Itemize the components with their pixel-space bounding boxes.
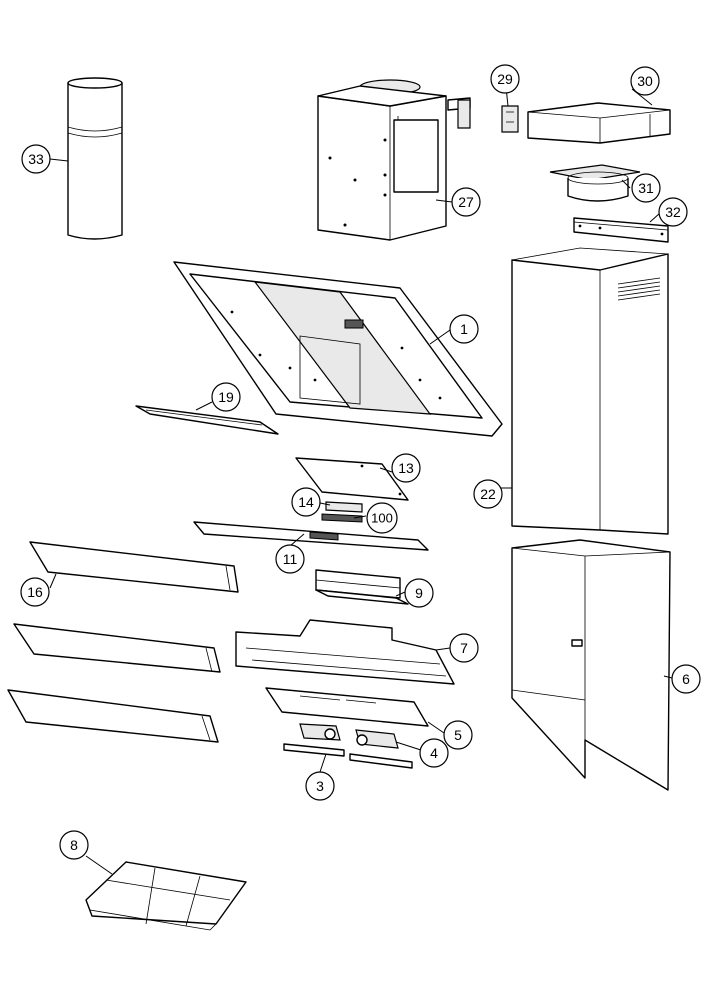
part-22-upper-chimney (511, 247, 669, 535)
svg-text:19: 19 (218, 389, 234, 405)
callout-16: 16 (20, 577, 50, 607)
callout-29: 29 (490, 64, 520, 94)
callout-6: 6 (671, 664, 701, 694)
callout-19: 19 (211, 382, 241, 412)
svg-text:7: 7 (460, 640, 468, 656)
callout-33: 33 (21, 144, 51, 174)
callout-1: 1 (449, 314, 479, 344)
part-9-lamp-bracket (315, 569, 409, 605)
callout-3: 3 (305, 771, 335, 801)
callout-13: 13 (391, 453, 421, 483)
svg-text:14: 14 (298, 494, 314, 510)
part-29-bracket (457, 99, 519, 133)
part-31-outlet-spigot (549, 164, 641, 202)
part-16-glass-panel-bottom (7, 689, 219, 743)
svg-text:27: 27 (458, 194, 474, 210)
svg-text:5: 5 (454, 727, 462, 743)
callout-5: 5 (443, 720, 473, 750)
part-3-lamp-tubes (283, 743, 413, 769)
part-27-motor-housing (317, 79, 471, 241)
callout-8: 8 (59, 830, 89, 860)
part-16-glass-panel-top (29, 541, 239, 593)
svg-text:16: 16 (27, 584, 43, 600)
part-19-filter-panel (135, 405, 279, 435)
callout-22: 22 (473, 479, 503, 509)
svg-text:11: 11 (283, 551, 298, 567)
part-11-control-strip (193, 521, 429, 551)
svg-text:6: 6 (682, 671, 690, 687)
svg-text:30: 30 (637, 73, 653, 89)
part-30-rectangular-duct (527, 102, 671, 144)
svg-text:22: 22 (480, 486, 496, 502)
part-4-lamp-sockets (299, 723, 399, 749)
part-16-glass-panel-middle (13, 623, 221, 673)
part-32-mounting-rail (573, 217, 669, 243)
callout-11: 11 (275, 544, 305, 574)
callout-100: 100 (366, 502, 398, 534)
part-7-front-panel (235, 619, 455, 685)
part-8-charcoal-filter (85, 861, 247, 931)
callout-31: 31 (631, 173, 661, 203)
svg-text:3: 3 (316, 778, 324, 794)
part-1-hood-canopy (173, 261, 503, 437)
callout-7: 7 (449, 633, 479, 663)
callout-14: 14 (291, 487, 321, 517)
callout-30: 30 (630, 66, 660, 96)
leader-lines (49, 86, 673, 875)
svg-text:29: 29 (497, 71, 513, 87)
svg-text:100: 100 (371, 511, 393, 526)
svg-text:9: 9 (415, 585, 423, 601)
svg-text:33: 33 (28, 151, 44, 167)
callout-4: 4 (419, 738, 449, 768)
callout-9: 9 (404, 578, 434, 608)
part-5-lamp-plate (265, 687, 429, 727)
callout-32: 32 (658, 197, 688, 227)
svg-text:31: 31 (638, 180, 654, 196)
svg-text:32: 32 (665, 204, 681, 220)
svg-text:13: 13 (398, 460, 414, 476)
part-33-round-duct (67, 77, 123, 240)
svg-text:8: 8 (70, 837, 78, 853)
callout-27: 27 (451, 187, 481, 217)
part-6-lower-chimney (511, 539, 671, 791)
part-14-control-module (321, 501, 363, 523)
svg-text:4: 4 (430, 745, 438, 761)
svg-text:1: 1 (460, 321, 468, 337)
